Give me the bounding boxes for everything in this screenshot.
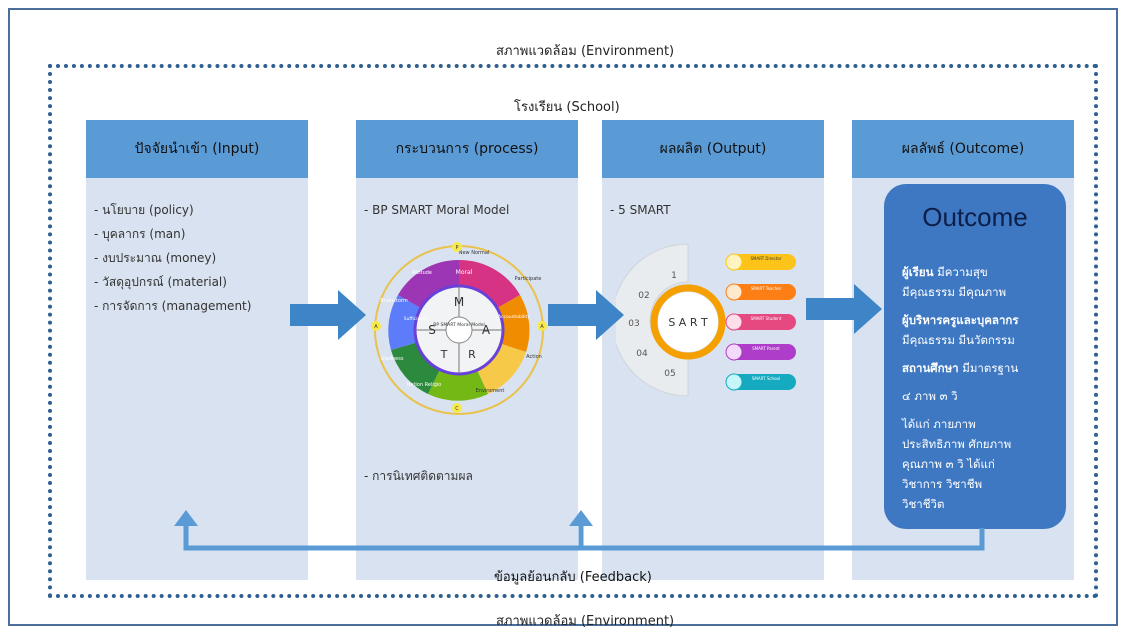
outer-frame — [8, 8, 1118, 626]
smart-pill-label: SMART Student — [751, 316, 782, 321]
output-list: - 5 SMART — [610, 198, 671, 222]
process-body: - BP SMART Moral Model - การนิเทศติดตามผ… — [356, 186, 578, 580]
ring-label: Nation Religio — [407, 382, 442, 388]
output-header: ผลผลิต (Output) — [602, 120, 824, 178]
smart-pill-label: SMART Parent — [752, 346, 780, 351]
process-item: - BP SMART Moral Model — [364, 203, 510, 217]
input-header: ปัจจัยนำเข้า (Input) — [86, 120, 308, 178]
input-item: - การจัดการ (management) — [94, 299, 252, 313]
ring-label: Gladness — [381, 356, 404, 362]
output-body: - 5 SMART — [602, 186, 824, 580]
input-item: - บุคลากร (man) — [94, 227, 186, 241]
ring-label: Brainstorm — [380, 298, 408, 304]
ring-label: Action — [526, 354, 542, 360]
ring-label: Participate — [515, 276, 542, 282]
input-body: - นโยบาย (policy) - บุคลากร (man) - งบปร… — [86, 186, 308, 580]
process-list: - BP SMART Moral Model — [364, 198, 509, 222]
smart-number: 02 — [638, 291, 649, 301]
feedback-loop — [174, 510, 985, 551]
letter-a: A — [482, 323, 491, 337]
outcome-line: วิชาการ วิชาชีพ — [902, 477, 983, 491]
process-to-output-arrow — [548, 290, 624, 340]
outcome-line: ได้แก่ ภายภาพ — [902, 417, 976, 431]
outcome-line: ๔ ภาพ ๓ วิ — [902, 389, 958, 403]
ring-label: Moral — [456, 269, 473, 276]
dot-label: P — [455, 245, 458, 251]
dot-label: A — [540, 324, 544, 330]
outcome-line: ผู้บริหารครูและบุคลากร — [902, 313, 1019, 327]
environment-boundary — [48, 64, 1098, 598]
ring-label: Sufficiency — [404, 316, 429, 322]
output-item: - 5 SMART — [610, 203, 671, 217]
smart-number: 1 — [671, 271, 677, 281]
input-title: ปัจจัยนำเข้า (Input) — [134, 141, 260, 157]
output-title: ผลผลิต (Output) — [659, 141, 767, 157]
input-item: - วัสดุอุปกรณ์ (material) — [94, 275, 227, 289]
outcome-line: ผู้เรียน มีความสุข — [902, 265, 988, 279]
outcome-line: วิชาชีวิต — [902, 497, 945, 511]
moral-model-wheel: BP SMART Moral Model M A R T S Moral New… — [371, 242, 547, 415]
input-item: - นโยบาย (policy) — [94, 203, 194, 217]
smart-diagram: 1 02 03 04 05 S A R T SMART Director SMA… — [616, 243, 796, 397]
supervision-item: - การนิเทศติดตามผล — [364, 469, 473, 483]
outcome-line: มีคุณธรรม มีคุณภาพ — [902, 285, 1007, 299]
letter-t: T — [440, 348, 448, 361]
ring-label: Attitude — [412, 270, 432, 276]
outcome-line: มีคุณธรรม มีนวัตกรรม — [902, 333, 1015, 347]
ring-label: Accountability — [498, 314, 530, 320]
ring-label: Enviroment — [476, 388, 505, 394]
feedback-label: ข้อมูลย้อนกลับ (Feedback) — [494, 570, 652, 585]
outcome-card: Outcome ผู้เรียน มีความสุข มีคุณธรรม มีค… — [884, 184, 1066, 529]
dot-label: A — [374, 324, 378, 330]
outcome-header-title: ผลลัพธ์ (Outcome) — [901, 141, 1025, 157]
output-to-outcome-arrow — [806, 284, 882, 334]
letter-m: M — [454, 295, 464, 309]
input-to-process-arrow — [290, 290, 366, 340]
environment-top-label: สภาพแวดล้อม (Environment) — [496, 44, 675, 59]
process-title: กระบวนการ (process) — [395, 141, 539, 157]
school-label: โรงเรียน (School) — [514, 100, 620, 115]
process-footer-list: - การนิเทศติดตามผล — [364, 464, 473, 488]
smart-pill-label: SMART Director — [751, 256, 782, 261]
letter-r: R — [468, 348, 476, 361]
ring-label: New Normal — [459, 250, 490, 256]
input-item: - งบประมาณ (money) — [94, 251, 217, 265]
smart-pill-label: SMART School — [752, 376, 780, 381]
process-header: กระบวนการ (process) — [356, 120, 578, 178]
moral-center-text: BP SMART Moral Model — [433, 322, 484, 328]
dot-label: C — [455, 406, 459, 412]
outcome-title: Outcome — [922, 202, 1028, 232]
smart-number: 05 — [664, 369, 675, 379]
letter-s: S — [428, 323, 436, 337]
environment-bottom-label: สภาพแวดล้อม (Environment) — [496, 614, 675, 629]
outcome-line: คุณภาพ ๓ วิ ได้แก่ — [902, 457, 995, 471]
input-column: ปัจจัยนำเข้า (Input) - นโยบาย (policy) -… — [86, 120, 308, 580]
outcome-line: สถานศึกษา มีมาตรฐาน — [902, 361, 1019, 375]
outcome-line: ประสิทธิภาพ ศักยภาพ — [902, 437, 1012, 451]
smart-pill-label: SMART Teacher — [751, 286, 782, 291]
outcome-header: ผลลัพธ์ (Outcome) — [852, 120, 1074, 178]
smart-center-text: S A R T — [668, 316, 708, 329]
smart-number: 04 — [636, 349, 648, 359]
smart-number: 03 — [628, 319, 639, 329]
input-list: - นโยบาย (policy) - บุคลากร (man) - งบปร… — [94, 198, 251, 318]
